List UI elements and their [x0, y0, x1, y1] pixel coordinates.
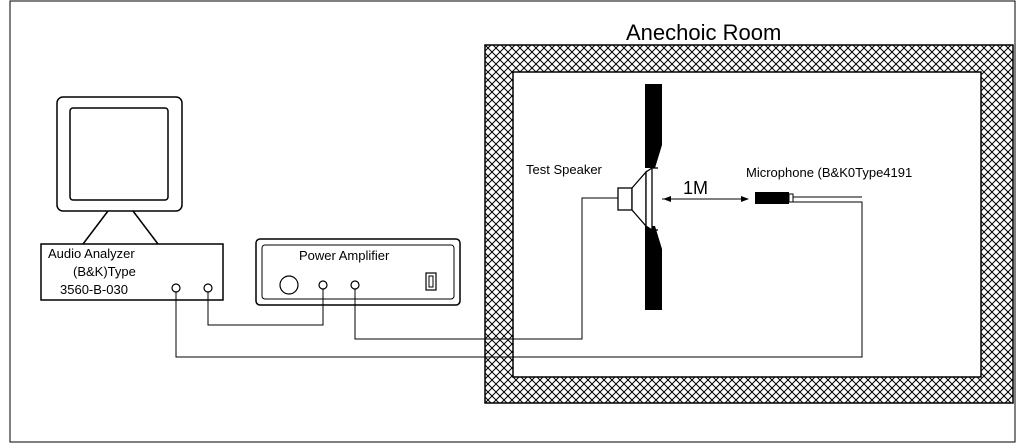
- anechoic-room-walls: [484, 44, 1014, 404]
- amplifier-knob: [279, 275, 299, 295]
- cable-analyzer-to-microphone: [175, 201, 863, 358]
- analyzer-label-line1: Audio Analyzer: [48, 246, 135, 261]
- analyzer-port-2: [203, 283, 213, 293]
- power-amplifier: [255, 238, 461, 306]
- speaker-icon: [617, 166, 658, 232]
- audio-analyzer: [40, 243, 224, 301]
- cables: [175, 196, 863, 358]
- analyzer-port-1: [171, 283, 181, 293]
- distance-label: 1M: [683, 178, 708, 198]
- amplifier-label: Power Amplifier: [299, 248, 390, 263]
- room-title: Anechoic Room: [626, 20, 781, 45]
- microphone-label: Microphone (B&K0Type4191: [746, 165, 912, 180]
- amplifier-port-1: [318, 280, 328, 290]
- cable-analyzer-to-amplifier: [207, 289, 324, 326]
- amplifier-switch-icon: [425, 272, 437, 291]
- analyzer-label-line3: 3560-B-030: [60, 282, 128, 297]
- monitor-icon: [56, 96, 183, 245]
- speaker-baffle: [645, 84, 662, 310]
- analyzer-label-line2: (B&K)Type: [73, 264, 136, 279]
- amplifier-port-2: [350, 280, 360, 290]
- microphone-icon: [755, 192, 794, 204]
- speaker-label: Test Speaker: [526, 162, 603, 177]
- page-border: [9, 0, 1016, 443]
- cable-amplifier-to-speaker: [354, 197, 620, 340]
